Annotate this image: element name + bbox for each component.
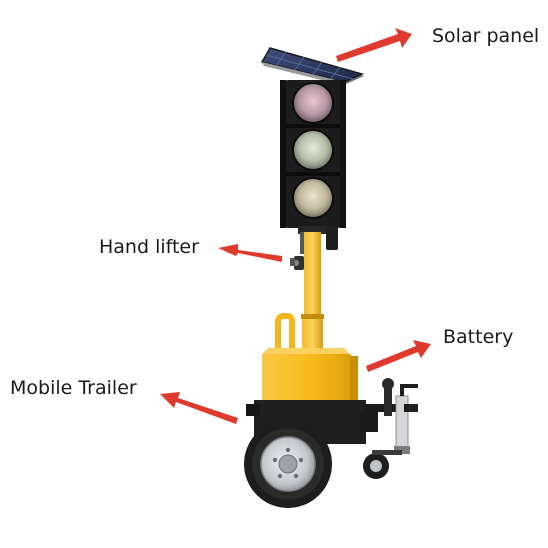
trailer-wheel: [244, 420, 332, 508]
hand-lifter: [290, 256, 304, 270]
green-lamp: [292, 129, 334, 171]
jockey-wheel: [363, 450, 402, 479]
amber-lamp: [292, 177, 334, 219]
battery-box: [262, 348, 358, 403]
red-lamp: [292, 82, 334, 124]
label-battery: Battery: [443, 326, 514, 348]
mast-pole: [301, 232, 324, 358]
tow-hitch: [382, 378, 418, 454]
trailer-handle: [275, 313, 295, 350]
label-solar-panel: Solar panel: [432, 25, 540, 47]
label-mobile-trailer: Mobile Trailer: [10, 377, 137, 399]
signal-mount: [298, 226, 338, 254]
label-hand-lifter: Hand lifter: [99, 236, 199, 258]
